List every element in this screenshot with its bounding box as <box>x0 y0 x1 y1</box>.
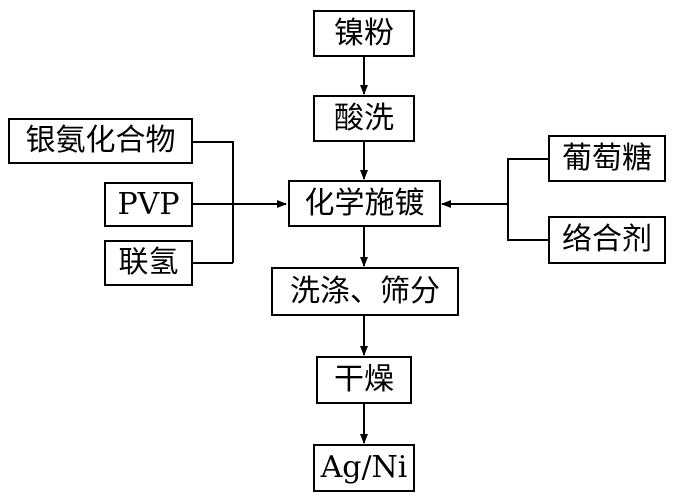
product-label: Ag/Ni <box>320 450 408 485</box>
connector-silver-ammonia <box>193 141 234 263</box>
silver-ammonia-box: 银氨化合物 <box>8 118 193 164</box>
nickel-powder-label: 镍粉 <box>334 15 394 51</box>
drying-box: 干燥 <box>316 356 412 404</box>
connector-glucose <box>507 158 548 241</box>
nickel-powder-box: 镍粉 <box>313 10 415 57</box>
hydrazine-label: 联氢 <box>118 245 179 280</box>
glucose-label: 葡萄糖 <box>562 140 652 176</box>
hydrazine-box: 联氢 <box>104 240 193 286</box>
product-box: Ag/Ni <box>313 444 415 492</box>
pvp-label: PVP <box>117 186 180 222</box>
wash-sieve-box: 洗涤、筛分 <box>271 267 459 316</box>
wash-sieve-label: 洗涤、筛分 <box>290 273 440 309</box>
electroless-plating-label: 化学施镀 <box>304 185 425 221</box>
silver-ammonia-label: 银氨化合物 <box>25 123 176 158</box>
glucose-box: 葡萄糖 <box>548 135 666 182</box>
acid-wash-box: 酸洗 <box>313 95 415 142</box>
complexing-agent-box: 络合剂 <box>548 216 666 264</box>
drying-label: 干燥 <box>334 362 394 397</box>
electroless-plating-box: 化学施镀 <box>288 180 441 227</box>
acid-wash-label: 酸洗 <box>334 100 394 136</box>
pvp-box: PVP <box>104 182 193 227</box>
complexing-agent-label: 络合剂 <box>562 222 652 257</box>
